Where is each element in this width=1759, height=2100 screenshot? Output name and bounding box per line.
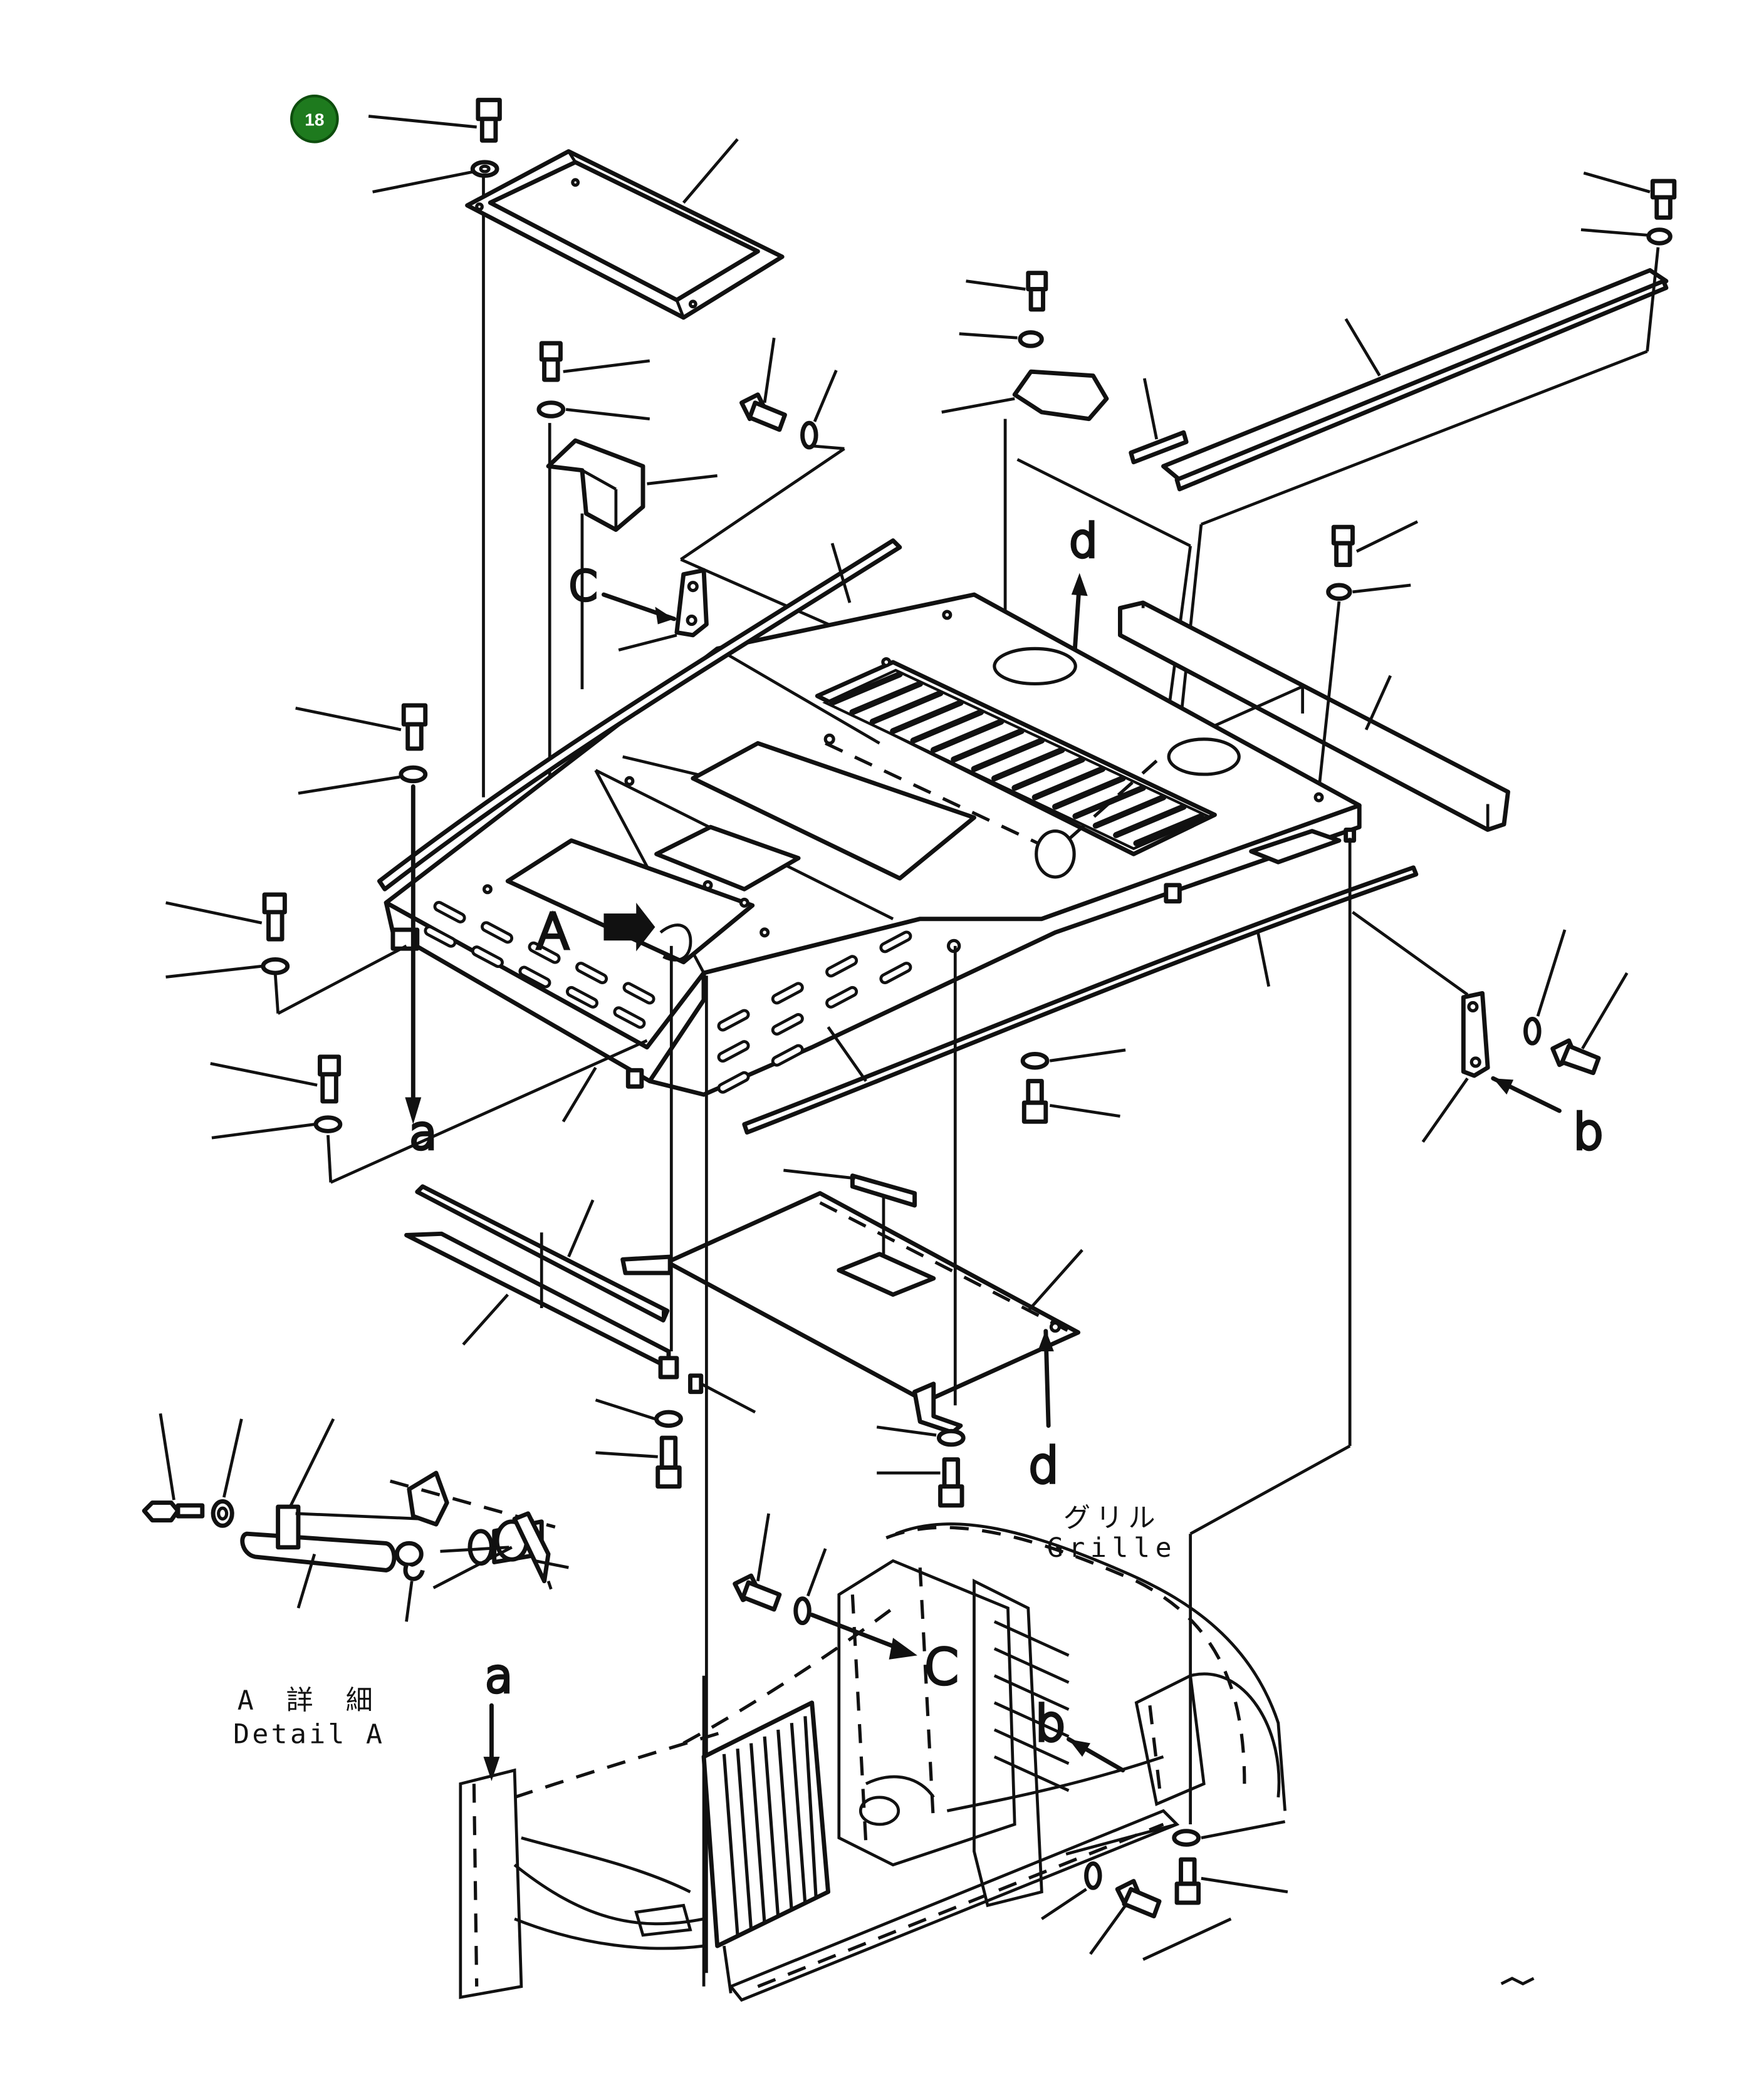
left-bolts: a bbox=[165, 703, 648, 1184]
svg-text:A 詳 細: A 詳 細 bbox=[237, 1685, 381, 1717]
hood-louvres bbox=[424, 901, 912, 1094]
svg-text:グリル: グリル bbox=[1063, 1502, 1161, 1534]
right-bolt-washer bbox=[1317, 520, 1419, 791]
side-rails bbox=[404, 945, 957, 1973]
c-bracket-top: C bbox=[567, 561, 709, 652]
mid-bolt-washer bbox=[1020, 1048, 1126, 1124]
callout-badge[interactable]: 18 bbox=[290, 94, 339, 143]
machine-frame: グリル Grille bbox=[459, 838, 1352, 2002]
engine-hood: A bbox=[384, 592, 1362, 1097]
svg-text:d: d bbox=[1028, 1438, 1059, 1494]
under-plate: d bbox=[620, 1168, 1083, 1496]
corner-mark bbox=[1500, 1977, 1535, 1986]
lower-seal-strip bbox=[742, 865, 1419, 1135]
detail-a: A 詳 細 Detail A bbox=[142, 1413, 569, 1750]
top-bolt-washer bbox=[368, 98, 502, 798]
svg-text:A: A bbox=[536, 904, 570, 960]
svg-text:Detail A: Detail A bbox=[233, 1719, 385, 1750]
under-plate-bolts bbox=[595, 1398, 966, 1508]
svg-text:C: C bbox=[924, 1640, 958, 1696]
foam-beam bbox=[1117, 600, 1510, 832]
b-bracket-right: b bbox=[1352, 911, 1629, 1162]
hood-seal-strip bbox=[377, 538, 902, 891]
hood-grille bbox=[815, 660, 1217, 856]
svg-text:b: b bbox=[1573, 1104, 1604, 1160]
svg-text:18: 18 bbox=[305, 110, 324, 130]
radiator-core bbox=[701, 1700, 830, 1948]
svg-text:a: a bbox=[409, 1106, 437, 1160]
right-top-rail bbox=[1129, 171, 1677, 757]
svg-text:d: d bbox=[1068, 515, 1098, 568]
bracket-bolt-set bbox=[536, 341, 718, 919]
round-cover-set bbox=[941, 271, 1192, 730]
upper-access-cover bbox=[465, 138, 785, 320]
svg-text:C: C bbox=[568, 563, 597, 610]
svg-text:b: b bbox=[1035, 1696, 1066, 1752]
svg-text:a: a bbox=[485, 1650, 513, 1703]
